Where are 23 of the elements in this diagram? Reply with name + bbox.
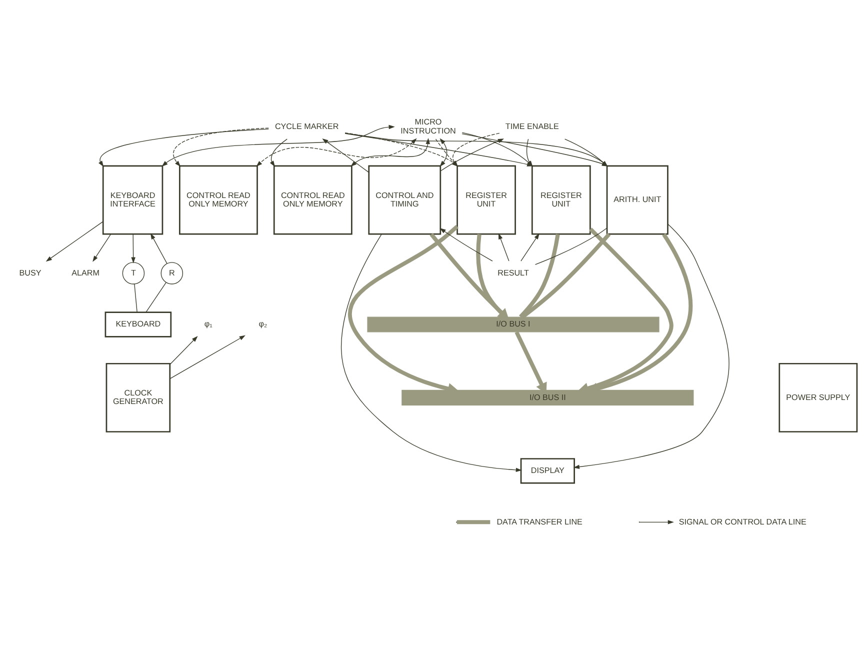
arrow [98, 128, 268, 167]
connector [518, 234, 560, 318]
arrow [269, 138, 287, 167]
arrow [92, 234, 111, 262]
arrow [256, 138, 416, 167]
arrow [130, 234, 135, 264]
connector [520, 232, 610, 319]
connector [534, 228, 607, 265]
arrow [169, 335, 245, 380]
arrow [572, 224, 729, 469]
arrow [340, 234, 522, 472]
arrow [172, 128, 268, 167]
arrow [322, 138, 369, 173]
arrow [45, 221, 103, 262]
connector [145, 282, 166, 313]
arrow [439, 228, 492, 262]
connector [134, 284, 137, 313]
arrow [498, 233, 509, 262]
arrow [169, 336, 198, 365]
arrow [429, 233, 509, 320]
arrow [161, 124, 394, 167]
arrow [520, 233, 539, 262]
arrow [150, 233, 167, 264]
